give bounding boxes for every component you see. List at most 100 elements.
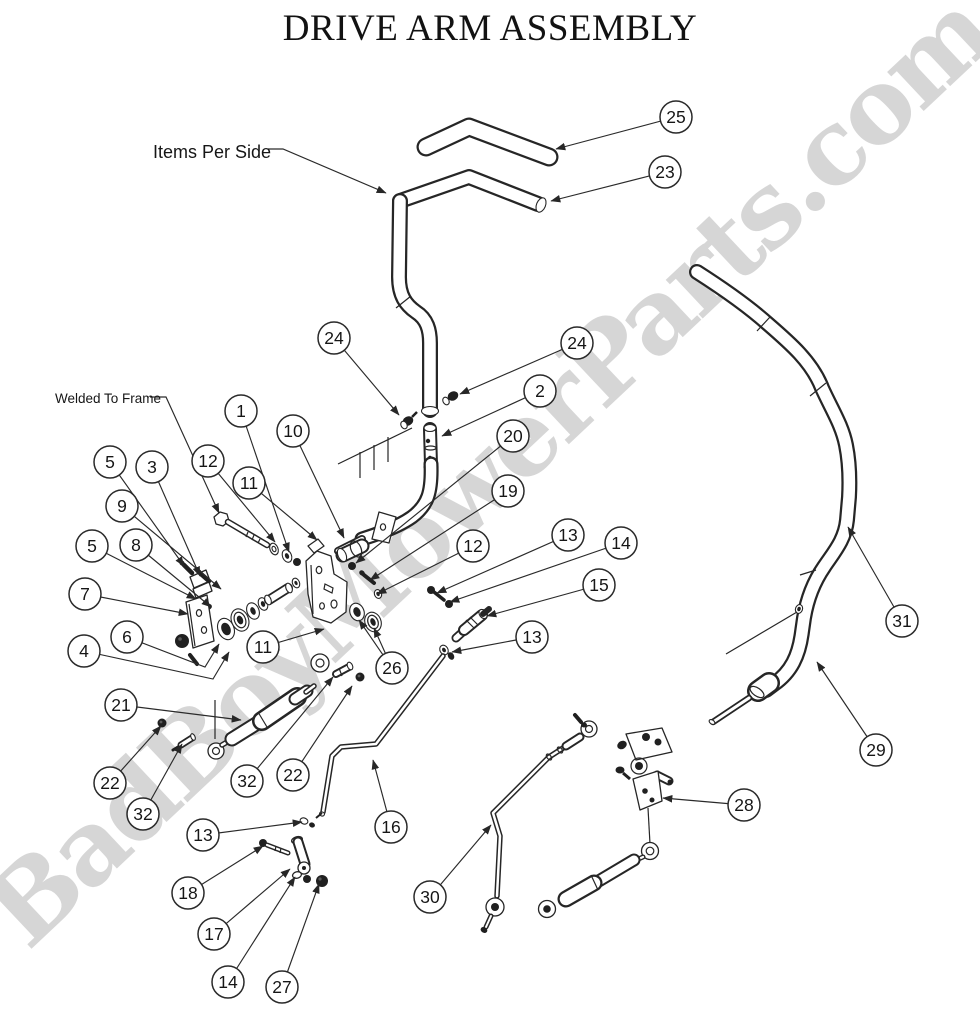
callout-number: 29 xyxy=(866,740,885,760)
callout-circle-31 xyxy=(885,604,919,638)
leader-callout-12 xyxy=(207,460,276,543)
callout-number: 9 xyxy=(117,496,127,516)
leader-callout-9 xyxy=(121,505,222,590)
leader-callout-2 xyxy=(441,390,541,437)
callout-number: 15 xyxy=(589,575,608,595)
leader-callout-10 xyxy=(292,430,345,539)
leader-items-per-side xyxy=(268,148,387,194)
callout-circle-4 xyxy=(67,634,101,668)
callout-29: 29 xyxy=(859,733,893,767)
leader-callout-7 xyxy=(84,593,189,616)
callout-21: 21 xyxy=(104,688,138,722)
callout-circle-1 xyxy=(224,394,258,428)
callout-circle-11 xyxy=(246,630,280,664)
callout-circle-5 xyxy=(75,529,109,563)
callout-circle-30 xyxy=(413,880,447,914)
leader-callout-5 xyxy=(91,545,197,600)
callout-circle-2 xyxy=(523,374,557,408)
callout-11: 11 xyxy=(232,466,266,500)
callout-number: 10 xyxy=(283,421,303,441)
callout-26: 26 xyxy=(375,651,409,685)
page-title: DRIVE ARM ASSEMBLY xyxy=(283,8,697,49)
callout-circle-18 xyxy=(171,876,205,910)
callout-number: 30 xyxy=(420,887,440,907)
callout-circle-22 xyxy=(276,758,310,792)
callout-circle-13 xyxy=(186,818,220,852)
callout-circle-25 xyxy=(659,100,693,134)
callout-number: 11 xyxy=(254,637,272,657)
callout-number: 20 xyxy=(503,426,523,446)
callout-number: 1 xyxy=(236,401,246,421)
callout-circle-21 xyxy=(104,688,138,722)
callout-14: 14 xyxy=(604,526,638,560)
leader-callout-6 xyxy=(126,636,220,668)
leader-callout-19 xyxy=(369,490,509,581)
callout-number: 13 xyxy=(193,825,212,845)
label-welded-to-frame: Welded To Frame xyxy=(55,391,161,406)
callout-circle-24 xyxy=(560,326,594,360)
callout-number: 3 xyxy=(147,457,157,477)
callout-circle-12 xyxy=(191,444,225,478)
callout-18: 18 xyxy=(171,876,205,910)
callout-number: 4 xyxy=(79,641,89,661)
right-drive-arm-art xyxy=(689,264,858,726)
callout-number: 28 xyxy=(734,795,753,815)
callout-circle-22 xyxy=(93,766,127,800)
pivot-hardware-art xyxy=(175,511,492,666)
callout-13: 13 xyxy=(551,518,585,552)
callout-number: 19 xyxy=(498,481,517,501)
damper-art xyxy=(157,653,365,760)
frame-weld-hatch-art xyxy=(337,391,459,478)
leader-callout-25 xyxy=(555,116,677,151)
callout-circle-32 xyxy=(126,797,160,831)
callout-6: 6 xyxy=(110,620,144,654)
linkage-rod-art xyxy=(299,653,446,828)
callout-circle-28 xyxy=(727,788,761,822)
callout-24: 24 xyxy=(560,326,594,360)
callout-number: 7 xyxy=(80,584,90,604)
callout-number: 21 xyxy=(111,695,130,715)
callout-27: 27 xyxy=(265,970,299,1004)
callout-circle-12 xyxy=(456,529,490,563)
leader-callout-27 xyxy=(281,883,320,988)
callout-number: 22 xyxy=(283,765,302,785)
leader-callout-13 xyxy=(436,534,569,594)
callout-28: 28 xyxy=(727,788,761,822)
valve-assembly-art xyxy=(615,727,674,845)
leader-callout-23 xyxy=(550,171,666,203)
callout-number: 16 xyxy=(381,817,400,837)
callout-circle-13 xyxy=(551,518,585,552)
callout-number: 12 xyxy=(198,451,217,471)
callout-12: 12 xyxy=(191,444,225,478)
callout-23: 23 xyxy=(648,155,682,189)
callout-number: 26 xyxy=(382,658,401,678)
callout-number: 17 xyxy=(204,924,223,944)
callout-circle-14 xyxy=(604,526,638,560)
callout-16: 16 xyxy=(374,810,408,844)
callout-circle-23 xyxy=(648,155,682,189)
callout-17: 17 xyxy=(197,917,231,951)
callout-24: 24 xyxy=(317,321,351,355)
callout-9: 9 xyxy=(105,489,139,523)
callout-number: 32 xyxy=(133,804,152,824)
callout-4: 4 xyxy=(67,634,101,668)
leader-callout-15 xyxy=(486,584,600,618)
callout-2: 2 xyxy=(523,374,557,408)
callout-25: 25 xyxy=(659,100,693,134)
callout-7: 7 xyxy=(68,577,102,611)
callout-22: 22 xyxy=(93,766,127,800)
leader-callout-24 xyxy=(333,337,400,416)
callout-number: 14 xyxy=(611,533,631,553)
callout-number: 11 xyxy=(240,473,258,493)
leader-callout-29 xyxy=(816,661,877,751)
callout-circle-6 xyxy=(110,620,144,654)
leader-callout-24 xyxy=(459,342,578,395)
callout-number: 32 xyxy=(237,771,256,791)
callout-circle-27 xyxy=(265,970,299,1004)
callout-15: 15 xyxy=(582,568,616,602)
callout-5: 5 xyxy=(93,445,127,479)
callout-number: 27 xyxy=(272,977,291,997)
callout-30: 30 xyxy=(413,880,447,914)
callout-number: 25 xyxy=(666,107,685,127)
